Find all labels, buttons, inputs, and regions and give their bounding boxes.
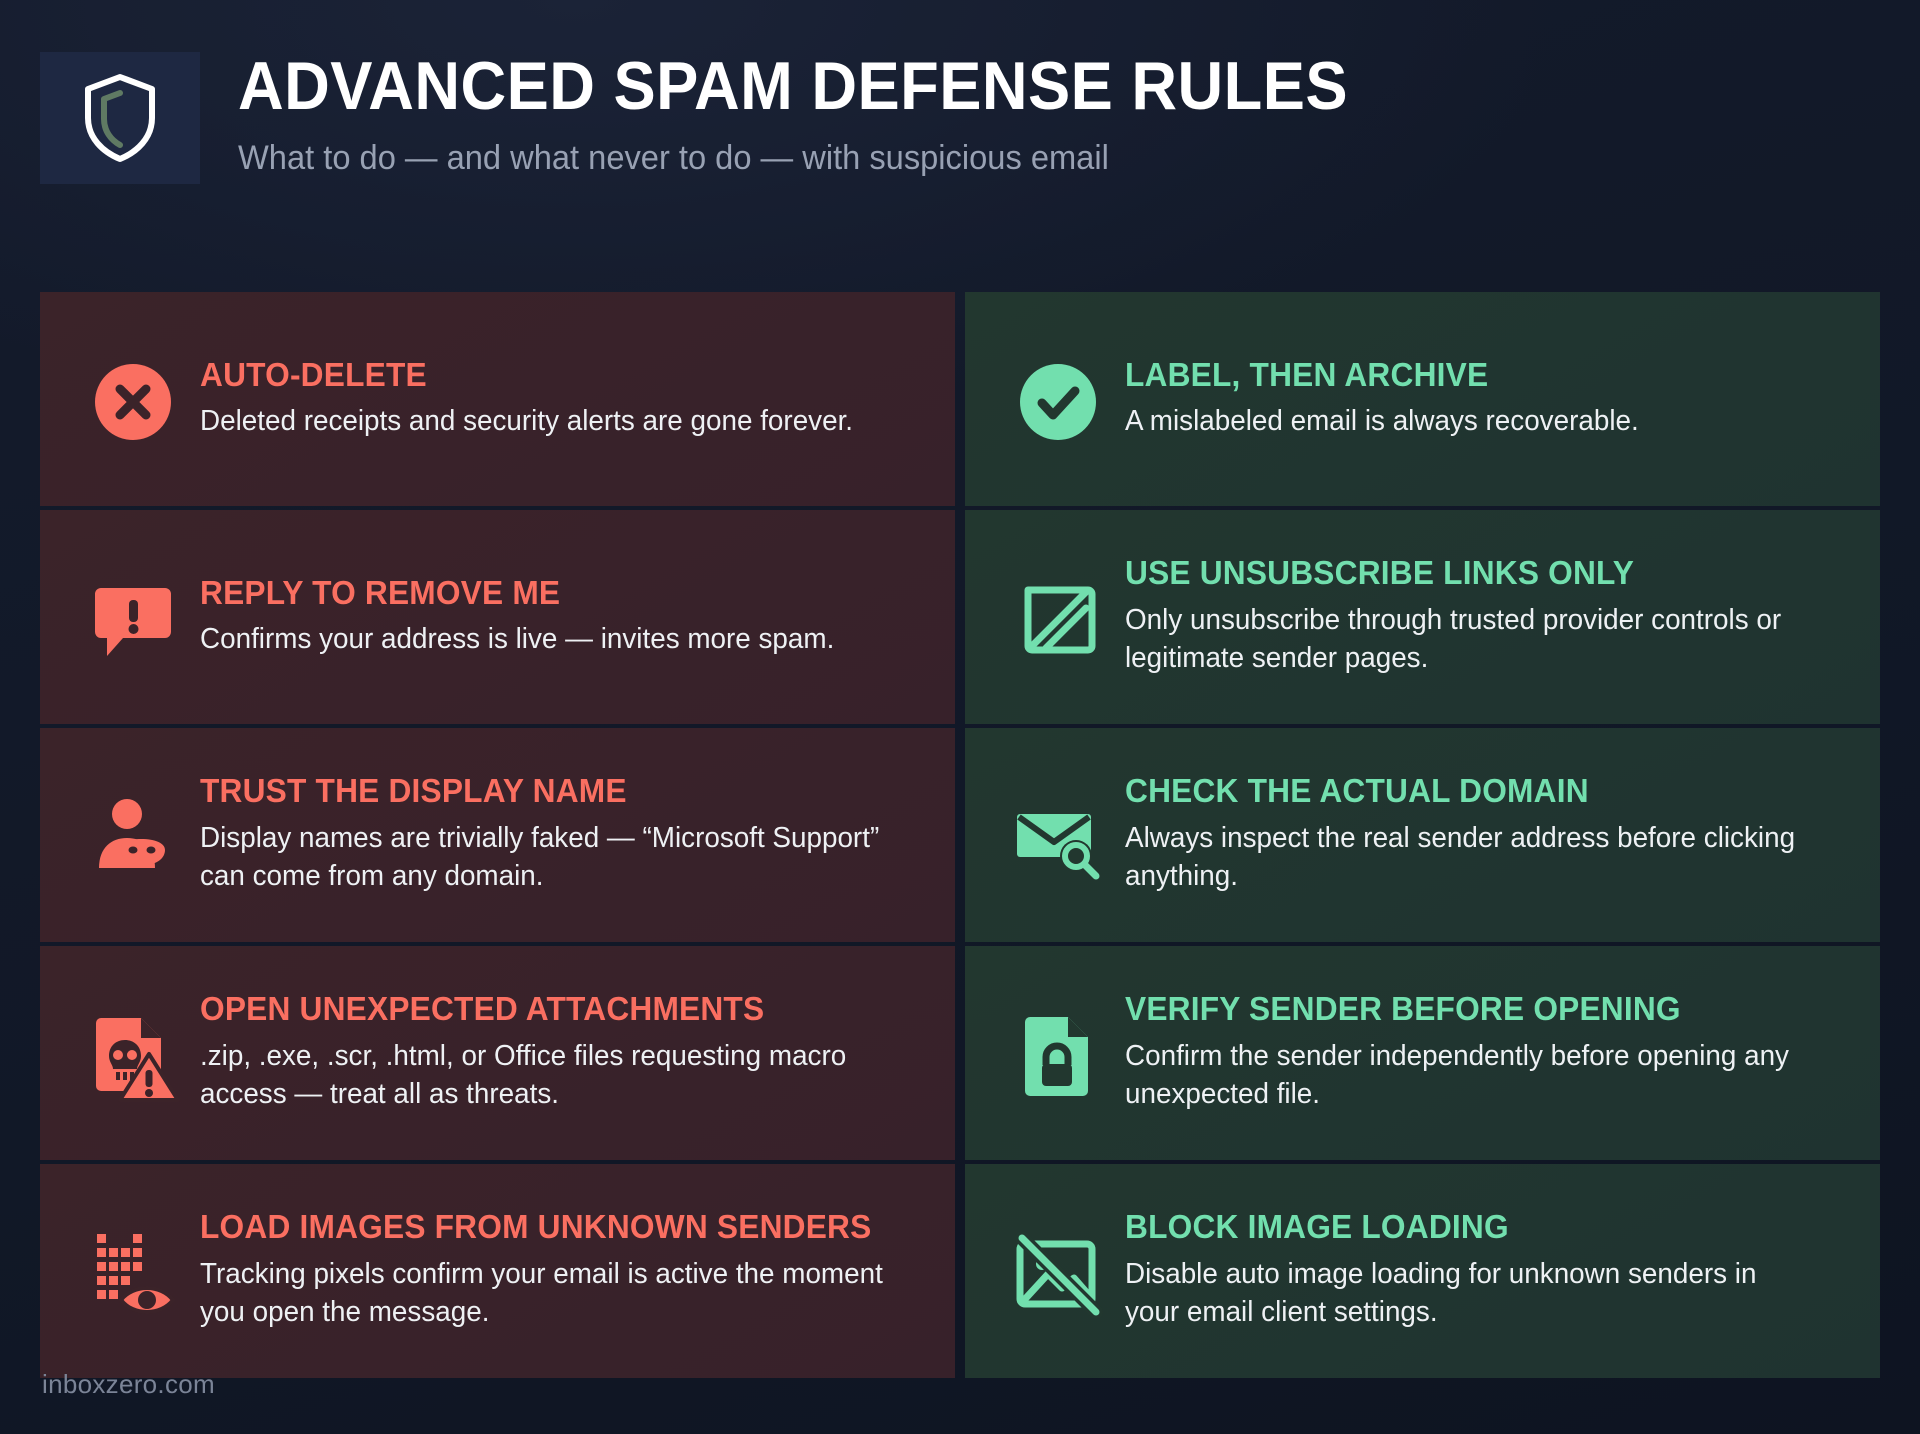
- envelope-magnifier-icon: [999, 786, 1117, 884]
- dont-card-auto-delete: AUTO-DELETE Deleted receipts and securit…: [40, 292, 955, 506]
- dont-card-load-images: LOAD IMAGES FROM UNKNOWN SENDERS Trackin…: [40, 1164, 955, 1378]
- card-description: .zip, .exe, .scr, .html, or Office files…: [200, 1040, 847, 1111]
- circle-x-icon: [74, 352, 192, 446]
- page-subtitle: What to do — and what never to do — with…: [238, 139, 1109, 177]
- card-text-block: REPLY TO REMOVE ME Confirms your address…: [192, 573, 925, 659]
- card-text-block: VERIFY SENDER BEFORE OPENING Confirm the…: [1117, 992, 1850, 1113]
- card-text-block: AUTO-DELETE Deleted receipts and securit…: [192, 355, 925, 441]
- card-title: AUTO-DELETE: [200, 355, 427, 393]
- rules-row: TRUST THE DISPLAY NAME Display names are…: [40, 728, 1880, 942]
- card-title: REPLY TO REMOVE ME: [200, 573, 561, 611]
- card-description: A mislabeled email is always recoverable…: [1125, 405, 1639, 438]
- card-description: Display names are trivially faked — “Mic…: [200, 822, 880, 893]
- card-title: LABEL, THEN ARCHIVE: [1125, 355, 1489, 393]
- no-unsubscribe-slash-icon: [999, 568, 1117, 666]
- page-header: ADVANCED SPAM DEFENSE RULES What to do —…: [0, 0, 1920, 232]
- card-text-block: OPEN UNEXPECTED ATTACHMENTS .zip, .exe, …: [192, 992, 925, 1113]
- card-title: TRUST THE DISPLAY NAME: [200, 772, 627, 810]
- card-title: VERIFY SENDER BEFORE OPENING: [1125, 990, 1681, 1028]
- do-card-block-images: BLOCK IMAGE LOADING Disable auto image l…: [965, 1164, 1880, 1378]
- rules-row: AUTO-DELETE Deleted receipts and securit…: [40, 292, 1880, 506]
- card-description: Confirms your address is live — invites …: [200, 623, 835, 656]
- card-description: Tracking pixels confirm your email is ac…: [200, 1258, 883, 1329]
- card-title: OPEN UNEXPECTED ATTACHMENTS: [200, 990, 765, 1028]
- rules-row: OPEN UNEXPECTED ATTACHMENTS .zip, .exe, …: [40, 946, 1880, 1160]
- page-title: ADVANCED SPAM DEFENSE RULES: [238, 48, 1348, 124]
- card-text-block: USE UNSUBSCRIBE LINKS ONLY Only unsubscr…: [1117, 556, 1850, 677]
- card-description: Deleted receipts and security alerts are…: [200, 405, 854, 438]
- card-description: Confirm the sender independently before …: [1125, 1040, 1789, 1111]
- do-card-unsubscribe-links: USE UNSUBSCRIBE LINKS ONLY Only unsubscr…: [965, 510, 1880, 724]
- card-text-block: BLOCK IMAGE LOADING Disable auto image l…: [1117, 1210, 1850, 1331]
- rules-row: LOAD IMAGES FROM UNKNOWN SENDERS Trackin…: [40, 1164, 1880, 1378]
- card-description: Only unsubscribe through trusted provide…: [1125, 604, 1782, 675]
- do-card-label-archive: LABEL, THEN ARCHIVE A mislabeled email i…: [965, 292, 1880, 506]
- card-text-block: LOAD IMAGES FROM UNKNOWN SENDERS Trackin…: [192, 1210, 925, 1331]
- rules-row: REPLY TO REMOVE ME Confirms your address…: [40, 510, 1880, 724]
- card-title: BLOCK IMAGE LOADING: [1125, 1208, 1509, 1246]
- image-blocked-icon: [999, 1222, 1117, 1320]
- card-text-block: TRUST THE DISPLAY NAME Display names are…: [192, 774, 925, 895]
- person-mask-icon: [74, 786, 192, 884]
- header-text-block: ADVANCED SPAM DEFENSE RULES What to do —…: [238, 52, 1432, 177]
- card-description: Disable auto image loading for unknown s…: [1125, 1258, 1757, 1329]
- card-title: CHECK THE ACTUAL DOMAIN: [1125, 772, 1589, 810]
- speech-bubble-exclamation-icon: [74, 568, 192, 666]
- do-card-check-domain: CHECK THE ACTUAL DOMAIN Always inspect t…: [965, 728, 1880, 942]
- file-lock-icon: [999, 1003, 1117, 1103]
- card-title: LOAD IMAGES FROM UNKNOWN SENDERS: [200, 1208, 872, 1246]
- dont-card-open-attachments: OPEN UNEXPECTED ATTACHMENTS .zip, .exe, …: [40, 946, 955, 1160]
- shield-icon: [82, 72, 158, 164]
- file-skull-warning-icon: [74, 1002, 192, 1104]
- circle-check-icon: [999, 352, 1117, 446]
- card-text-block: LABEL, THEN ARCHIVE A mislabeled email i…: [1117, 355, 1850, 441]
- logo-container: [40, 52, 200, 184]
- dont-card-reply-remove: REPLY TO REMOVE ME Confirms your address…: [40, 510, 955, 724]
- tracking-pixel-eye-icon: [74, 1220, 192, 1322]
- dont-card-trust-display-name: TRUST THE DISPLAY NAME Display names are…: [40, 728, 955, 942]
- card-text-block: CHECK THE ACTUAL DOMAIN Always inspect t…: [1117, 774, 1850, 895]
- do-card-verify-sender: VERIFY SENDER BEFORE OPENING Confirm the…: [965, 946, 1880, 1160]
- card-description: Always inspect the real sender address b…: [1125, 822, 1796, 893]
- rules-grid: AUTO-DELETE Deleted receipts and securit…: [40, 292, 1880, 1378]
- footer-source: inboxzero.com: [42, 1369, 215, 1399]
- card-title: USE UNSUBSCRIBE LINKS ONLY: [1125, 554, 1635, 592]
